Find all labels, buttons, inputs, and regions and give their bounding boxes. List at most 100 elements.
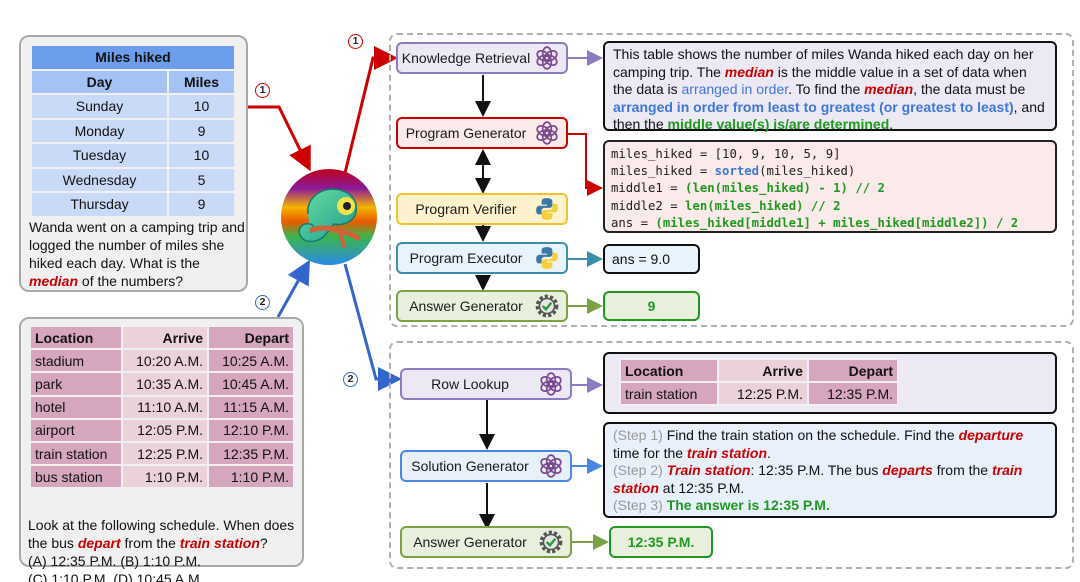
module-label: Solution Generator (411, 458, 529, 474)
openai-icon (536, 121, 558, 145)
keyword: Train station (666, 462, 751, 479)
cell: 1:10 P.M. (121, 464, 210, 490)
code-expr: (miles_hiked[middle1] + miles_hiked[midd… (655, 215, 1019, 230)
col-header-arrive: Arrive (716, 357, 809, 384)
cell: Wednesday (30, 166, 169, 193)
output-text: . (767, 444, 771, 461)
cell: 10:20 A.M. (121, 348, 210, 374)
cell: 12:25 P.M. (716, 381, 809, 407)
code-function: sorted (714, 164, 760, 179)
output-text: . To find the (788, 81, 865, 98)
output-text: This table shows the number of miles Wan… (613, 46, 1034, 80)
question-text: of the numbers? (78, 273, 184, 289)
code-expr: len(miles_hiked) // 2 (685, 198, 841, 213)
module-knowledge-retrieval[interactable]: Knowledge Retrieval (396, 42, 568, 74)
cell: Tuesday (30, 142, 169, 169)
question-text: ? (259, 535, 268, 551)
cell: 10:25 A.M. (207, 348, 295, 374)
module-row-lookup[interactable]: Row Lookup (400, 368, 572, 400)
cell: train station (619, 381, 719, 407)
openai-icon (540, 372, 562, 396)
cell: 9 (166, 191, 237, 218)
question-2-text: Look at the following schedule. When doe… (28, 516, 304, 582)
module-label: Row Lookup (431, 376, 509, 392)
code-line: ans = (611, 215, 656, 230)
cell: 10:45 A.M. (207, 371, 295, 397)
col-header-location: Location (619, 357, 719, 384)
cell: 9 (166, 117, 237, 144)
code-line: miles_hiked = (611, 164, 715, 179)
module-program-executor[interactable]: Program Executor (396, 242, 568, 274)
code-line: middle2 = (611, 198, 686, 213)
knowledge-retrieval-output: This table shows the number of miles Wan… (603, 41, 1057, 133)
cell: 12:25 P.M. (121, 440, 210, 467)
lookup-result-table: Location Arrive Depart train station 12:… (619, 357, 900, 407)
module-program-generator[interactable]: Program Generator (396, 117, 568, 149)
keyword: train station (686, 444, 768, 461)
output-text: : 12:35 P.M. The bus (750, 462, 883, 479)
cell: 10 (166, 142, 237, 169)
table-row: train station 12:25 P.M. 12:35 P.M. (619, 381, 900, 407)
keyword: median (864, 81, 914, 98)
cell: 11:15 A.M. (207, 394, 295, 420)
cell: 12:05 P.M. (121, 417, 210, 443)
python-icon (536, 198, 558, 220)
code-line: (miles_hiked) (759, 164, 856, 179)
table-title: Miles hiked (30, 44, 236, 71)
output-text: from the (932, 462, 992, 479)
arrow-q1-to-planner (248, 105, 311, 172)
module-label: Answer Generator (409, 298, 523, 314)
module-solution-generator[interactable]: Solution Generator (400, 450, 572, 482)
cell: 11:10 A.M. (121, 394, 210, 420)
keyword: departure (958, 427, 1024, 443)
question-1-text: Wanda went on a camping trip and logged … (29, 218, 247, 290)
output-text: time for the (613, 444, 687, 461)
question-text: Wanda went on a camping trip and logged … (29, 219, 245, 271)
highlight-text: middle value(s) is/are determined (667, 116, 890, 133)
module-label: Knowledge Retrieval (401, 50, 531, 66)
cell: 1:10 P.M. (207, 464, 295, 490)
chameleon-planner-logo (281, 169, 377, 265)
answer-choices: (C) 1:10 P.M. (D) 10:45 A.M. (28, 571, 204, 582)
cell: stadium (28, 348, 124, 374)
output-text: . (889, 116, 894, 133)
solution-output: (Step 1) Find the train station on the s… (603, 422, 1057, 518)
col-header-depart: Depart (806, 357, 900, 384)
openai-icon (536, 46, 558, 70)
cell: 12:10 P.M. (207, 417, 295, 443)
openai-icon (540, 454, 562, 478)
generated-program-code: miles_hiked = [10, 9, 10, 5, 9] miles_hi… (603, 140, 1057, 233)
module-program-verifier[interactable]: Program Verifier (396, 193, 568, 225)
module-answer-generator-1[interactable]: Answer Generator (396, 290, 568, 322)
cell: train station (28, 440, 124, 467)
cell: 5 (166, 166, 237, 193)
gear-check-icon (535, 294, 559, 318)
module-answer-generator-2[interactable]: Answer Generator (400, 526, 572, 558)
keyword: train station (179, 535, 260, 551)
col-header-miles: Miles (166, 68, 237, 95)
output-text: is the middle value in a set of data whe… (613, 63, 1027, 98)
module-label: Answer Generator (413, 534, 527, 550)
col-header-arrive: Arrive (121, 324, 210, 351)
output-text: at 12:35 P.M. (658, 479, 745, 496)
path-2-marker-right: 2 (343, 372, 358, 387)
keyword: train station (613, 462, 1023, 496)
answer-2-output: 12:35 P.M. (609, 526, 713, 558)
cell: Sunday (30, 93, 169, 120)
module-label: Program Verifier (415, 201, 517, 217)
executor-output: ans = 9.0 (603, 244, 700, 274)
pipeline-1-frame (389, 33, 1074, 327)
cell: airport (28, 417, 124, 443)
